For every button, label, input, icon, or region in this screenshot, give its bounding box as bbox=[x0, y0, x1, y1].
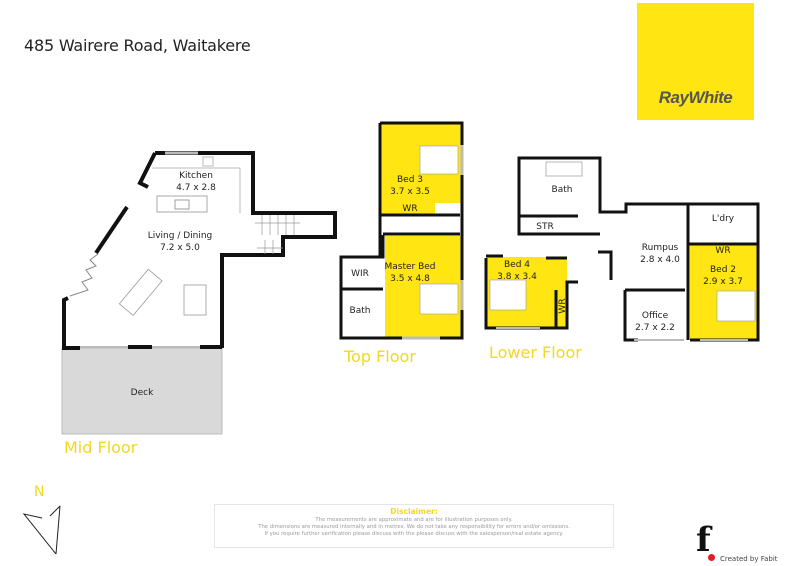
raywhite-logo-text: RayWhite bbox=[658, 88, 733, 107]
mid-wall-left3 bbox=[62, 296, 80, 350]
sofa bbox=[118, 268, 163, 316]
disclaimer-line: The dimensions are measured internally a… bbox=[258, 524, 570, 530]
floor-label-lower: Lower Floor bbox=[489, 343, 582, 362]
room-dims-kitchen: 4.7 x 2.8 bbox=[176, 183, 216, 193]
mid-wall-left2 bbox=[94, 205, 129, 255]
north-label: N bbox=[34, 484, 45, 500]
mid-wall-left bbox=[137, 152, 157, 189]
room-label-rumpus: Rumpus bbox=[642, 243, 679, 253]
top-floor-plan: Bed 3 3.7 x 3.5 WR Master Bed 3.5 x 4.8 … bbox=[339, 121, 464, 340]
room-dims-bed2: 2.9 x 3.7 bbox=[703, 277, 743, 287]
room-label-wr-top: WR bbox=[402, 204, 417, 214]
wir-room bbox=[343, 258, 383, 288]
north-arrow-icon: N bbox=[20, 484, 70, 554]
fabit-credit-text: Created by Fabit bbox=[720, 555, 778, 563]
wr-top bbox=[380, 200, 435, 214]
room-label-wir: WIR bbox=[351, 269, 369, 279]
mid-stairs bbox=[255, 215, 300, 254]
room-label-bed3: Bed 3 bbox=[397, 175, 423, 185]
property-address: 485 Wairere Road, Waitakere bbox=[24, 36, 251, 55]
fabit-dot-icon bbox=[708, 554, 715, 561]
room-dims-office: 2.7 x 2.2 bbox=[635, 323, 675, 333]
fabit-credit: f Created by Fabit bbox=[690, 520, 800, 564]
kitchen-island bbox=[156, 195, 208, 213]
disclaimer-line: If you require further verification plea… bbox=[264, 531, 564, 537]
disclaimer-box: Disclaimer: The measurements are approxi… bbox=[214, 504, 614, 548]
lower-floor-plan: Bath STR Bed 4 3.8 x 3.4 WR Rumpus 2.8 x… bbox=[484, 156, 760, 342]
floor-label-mid: Mid Floor bbox=[64, 438, 138, 457]
top-bath-room bbox=[343, 290, 383, 338]
fabit-logo-icon: f bbox=[696, 520, 711, 560]
floor-label-top: Top Floor bbox=[344, 347, 416, 366]
room-label-str: STR bbox=[536, 222, 553, 232]
room-label-lower-bath: Bath bbox=[552, 185, 573, 195]
kitchen-sink bbox=[174, 199, 190, 210]
room-label-wr-bed2: WR bbox=[715, 246, 730, 256]
top-landing bbox=[384, 216, 460, 232]
mid-wall bbox=[155, 151, 337, 348]
bed-icon bbox=[419, 145, 459, 175]
living-floor bbox=[62, 153, 335, 348]
bed-icon bbox=[489, 279, 527, 311]
room-label-ldry: L'dry bbox=[712, 214, 735, 224]
room-label-master: Master Bed bbox=[384, 262, 435, 272]
room-label-wr-bed4: WR bbox=[558, 298, 568, 313]
dining-table bbox=[183, 284, 207, 316]
room-label-office: Office bbox=[642, 311, 669, 321]
bed-icon bbox=[419, 283, 459, 315]
room-dims-bed4: 3.8 x 3.4 bbox=[497, 272, 537, 282]
cooktop bbox=[202, 156, 214, 167]
room-label-living: Living / Dining bbox=[148, 231, 213, 241]
lower-bath-room bbox=[519, 158, 599, 214]
bifold-door bbox=[69, 253, 99, 297]
room-label-bed2: Bed 2 bbox=[710, 265, 736, 275]
room-dims-rumpus: 2.8 x 4.0 bbox=[640, 255, 680, 265]
room-label-top-bath: Bath bbox=[350, 306, 371, 316]
room-label-deck: Deck bbox=[131, 388, 154, 398]
disclaimer-title: Disclaimer: bbox=[390, 507, 438, 516]
mid-floor-plan: Kitchen 4.7 x 2.8 Living / Dining 7.2 x … bbox=[61, 151, 337, 435]
raywhite-logo: RayWhite bbox=[637, 3, 754, 120]
room-dims-bed3: 3.7 x 3.5 bbox=[390, 187, 430, 197]
disclaimer-line: The measurements are approximate and are… bbox=[315, 517, 513, 523]
room-label-kitchen: Kitchen bbox=[179, 171, 213, 181]
room-dims-living: 7.2 x 5.0 bbox=[160, 243, 200, 253]
room-dims-master: 3.5 x 4.8 bbox=[390, 274, 430, 284]
room-label-bed4: Bed 4 bbox=[504, 260, 530, 270]
bathtub bbox=[545, 161, 583, 177]
bed-icon bbox=[716, 290, 756, 322]
